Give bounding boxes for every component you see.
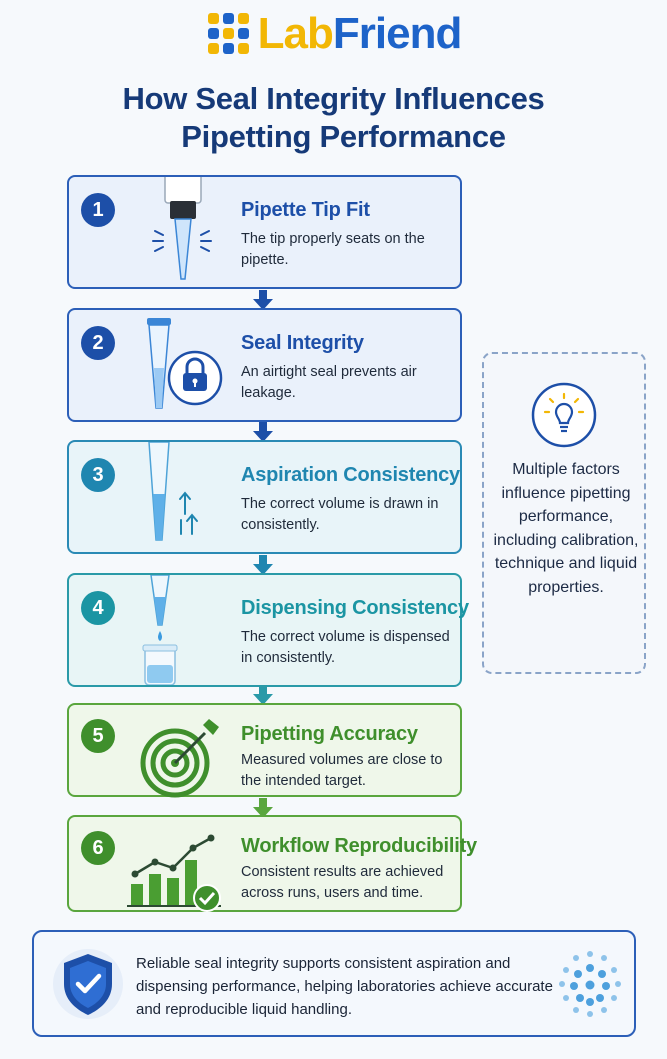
labfriend-logo: LabFriend (0, 6, 667, 62)
step-card-5: 5 Pipetting Accuracy Measured volumes ar… (67, 703, 462, 798)
step-title: Seal Integrity (241, 332, 364, 354)
side-note-text: Multiple factors influence pipetting per… (493, 461, 639, 596)
page-title-line2: Pipetting Performance (181, 119, 506, 154)
step-description: The correct volume is dispensed in consi… (241, 629, 450, 666)
step-number-badge: 4 (81, 591, 115, 625)
step-title: Dispensing Consistency (241, 597, 469, 619)
step-title: Pipetting Accuracy (241, 723, 418, 745)
arrow-down-icon (253, 290, 273, 310)
footer-summary-text: Reliable seal integrity supports consist… (136, 955, 553, 1018)
step-card-6: 6 Workflow Reproducibility Consistent re… (67, 815, 477, 912)
step-description: Measured volumes are close to the intend… (241, 752, 443, 789)
padlock-icon (147, 318, 223, 409)
dispensing-tip-icon (142, 575, 178, 685)
step-title: Pipette Tip Fit (241, 199, 370, 221)
step-number-badge: 2 (81, 326, 115, 360)
page-title: How Seal Integrity Influences Pipetting … (0, 80, 667, 156)
arrow-down-icon (253, 685, 273, 705)
step-description: The tip properly seats on the pipette. (241, 231, 425, 268)
arrow-down-icon (253, 798, 273, 818)
step-card-4: 4 Dispensing Consistency The correct vol… (67, 573, 469, 687)
step-number-badge: 1 (81, 193, 115, 227)
step-card-2: 2 Seal Integrity An airtight seal preven… (67, 308, 462, 422)
logo-mark-icon (207, 13, 249, 54)
lightbulb-icon (531, 382, 597, 448)
summary-footer: Reliable seal integrity supports consist… (32, 930, 636, 1037)
arrow-down-icon (253, 422, 273, 442)
step-number-badge: 3 (81, 458, 115, 492)
logo-text-friend: Friend (332, 9, 462, 58)
step-card-1: 1 Pipette Tip Fit The tip properly seats… (67, 175, 462, 289)
shield-check-icon (53, 949, 123, 1019)
step-number-badge: 6 (81, 831, 115, 865)
logo-text: LabFriend (257, 9, 463, 58)
step-description: Consistent results are achieved across r… (241, 864, 444, 901)
aspiration-tip-icon (148, 442, 198, 541)
dot-pattern-icon (559, 951, 621, 1017)
page-title-line1: How Seal Integrity Influences (122, 81, 545, 116)
step-title: Aspiration Consistency (241, 464, 460, 486)
bar-chart-check-icon (127, 834, 221, 912)
step-card-3: 3 Aspiration Consistency The correct vol… (67, 440, 462, 554)
pipette-tip-icon (152, 177, 212, 280)
target-icon (140, 719, 219, 798)
logo-text-lab: Lab (257, 9, 334, 58)
step-description: The correct volume is drawn in consisten… (241, 496, 439, 533)
step-title: Workflow Reproducibility (241, 835, 477, 857)
step-number-badge: 5 (81, 719, 115, 753)
arrow-down-icon (253, 555, 273, 575)
side-note-box: Multiple factors influence pipetting per… (482, 352, 646, 674)
step-description: An airtight seal prevents air leakage. (241, 364, 417, 401)
